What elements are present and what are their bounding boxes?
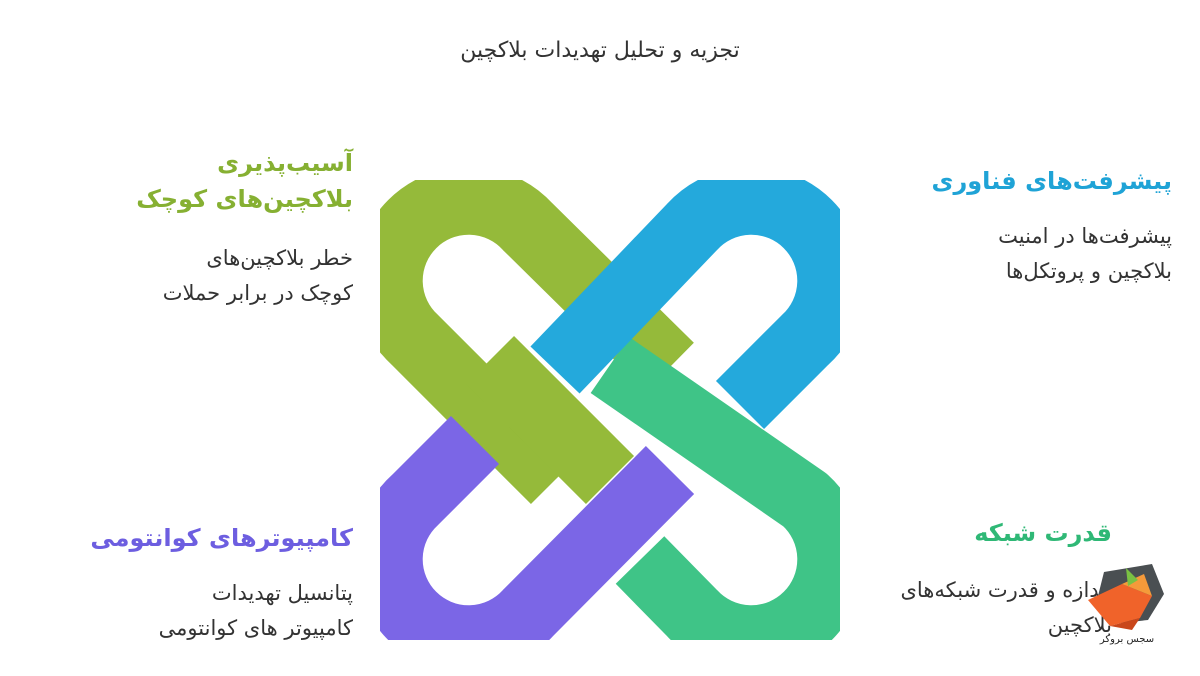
interlocking-links-diagram: [380, 180, 840, 640]
quadrant-tech-advances: پیشرفت‌های فناوری پیشرفت‌ها در امنیت بلا…: [852, 163, 1172, 289]
body-line: پیشرفت‌ها در امنیت: [998, 224, 1172, 248]
body-line: خطر بلاکچین‌های: [206, 246, 353, 270]
body-line: پتانسیل تهدیدات: [211, 581, 353, 605]
link-teal: [590, 337, 840, 640]
logo-text: سجس بروکر: [1099, 634, 1155, 645]
quadrant-quantum-computers: کامپیوترهای کوانتومی پتانسیل تهدیدات کام…: [13, 520, 353, 646]
body-line: بلاکچین و پروتکل‌ها: [1005, 259, 1172, 283]
page-title: تجزیه و تحلیل تهدیدات بلاکچین: [460, 38, 740, 63]
body-tech-advances: پیشرفت‌ها در امنیت بلاکچین و پروتکل‌ها: [852, 219, 1172, 289]
body-line: کوچک در برابر حملات: [162, 281, 353, 305]
brand-logo: سجس بروکر: [1082, 560, 1172, 650]
body-line: کامپیوتر های کوانتومی: [158, 616, 353, 640]
quadrant-network-power: قدرت شبکه اندازه و قدرت شبکه‌های بلاکچین: [852, 515, 1112, 643]
body-network-power: اندازه و قدرت شبکه‌های بلاکچین: [852, 573, 1112, 643]
heading-quantum-computers: کامپیوترهای کوانتومی: [90, 524, 353, 552]
heading-tech-advances: پیشرفت‌های فناوری: [931, 167, 1172, 195]
body-line: بلاکچین: [1047, 613, 1112, 637]
heading-small-blockchains: آسیب‌پذیری بلاکچین‌های کوچک: [136, 149, 353, 213]
link-purple: [380, 415, 695, 640]
fox-head-logo-icon: [1088, 564, 1164, 630]
body-quantum-computers: پتانسیل تهدیدات کامپیوتر های کوانتومی: [13, 576, 353, 646]
link-blue: [530, 180, 840, 430]
quadrant-small-blockchains: آسیب‌پذیری بلاکچین‌های کوچک خطر بلاکچین‌…: [108, 145, 353, 311]
link-green: [380, 180, 694, 505]
heading-network-power: قدرت شبکه: [974, 519, 1112, 547]
body-small-blockchains: خطر بلاکچین‌های کوچک در برابر حملات: [108, 241, 353, 311]
body-line: اندازه و قدرت شبکه‌های: [900, 578, 1112, 602]
link-green-over: [465, 335, 635, 505]
